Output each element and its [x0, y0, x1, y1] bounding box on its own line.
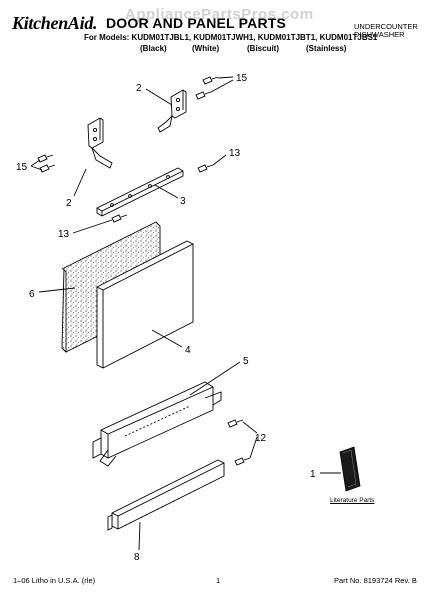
callout-labels: 15 2 13 15 2 3 13 6 4 5 12 1 8 [16, 73, 316, 563]
callout-5: 5 [243, 356, 249, 367]
screw-15-upper [195, 76, 219, 100]
callout-2-top: 2 [136, 83, 142, 94]
callout-4: 4 [185, 345, 191, 356]
screw-13-lower [111, 214, 128, 223]
callout-12: 12 [255, 433, 267, 444]
page-title: DOOR AND PANEL PARTS [106, 15, 287, 31]
color-white: (White) [192, 44, 220, 53]
leader-lines [30, 76, 341, 551]
callout-6: 6 [29, 289, 35, 300]
callout-1: 1 [310, 469, 316, 480]
category-line-2: DISHWASHER [354, 30, 405, 39]
callout-13-top: 13 [229, 148, 241, 159]
door-panel [96, 240, 194, 369]
color-stainless: (Stainless) [306, 44, 347, 53]
literature-parts-label: Literature Parts [330, 497, 375, 504]
callout-13-left: 13 [58, 229, 70, 240]
toe-panel-bracket [92, 381, 222, 467]
footer-page-number: 1 [216, 576, 221, 585]
kick-plate [107, 459, 225, 531]
hinge-rail [96, 167, 184, 217]
screw-12 [227, 419, 251, 466]
callout-15-top: 15 [236, 73, 248, 84]
literature-booklet [339, 446, 361, 492]
color-biscuit: (Biscuit) [247, 44, 279, 53]
appliance-category: UNDERCOUNTER DISHWASHER [354, 23, 418, 39]
watermark: AppliancePartsPros.com [125, 6, 314, 23]
brand-logo: KitchenAid. [12, 13, 98, 33]
callout-8: 8 [134, 552, 140, 563]
category-line-1: UNDERCOUNTER [354, 22, 418, 31]
screw-13-upper [197, 164, 214, 173]
door-bracket-upper [157, 89, 187, 133]
color-black: (Black) [140, 44, 167, 53]
door-bracket-lower [87, 117, 113, 169]
callout-15-left: 15 [16, 162, 28, 173]
callout-2-left: 2 [66, 198, 72, 209]
callout-3: 3 [180, 196, 186, 207]
footer-part-number: Part No. 8193724 Rev. B [334, 576, 417, 585]
page-header: AppliancePartsPros.com KitchenAid. DOOR … [0, 5, 435, 67]
models-line: For Models: KUDM01TJBL1, KUDM01TJWH1, KU… [84, 33, 378, 42]
footer-litho: 1–06 Litho in U.S.A. (rle) [13, 576, 96, 585]
